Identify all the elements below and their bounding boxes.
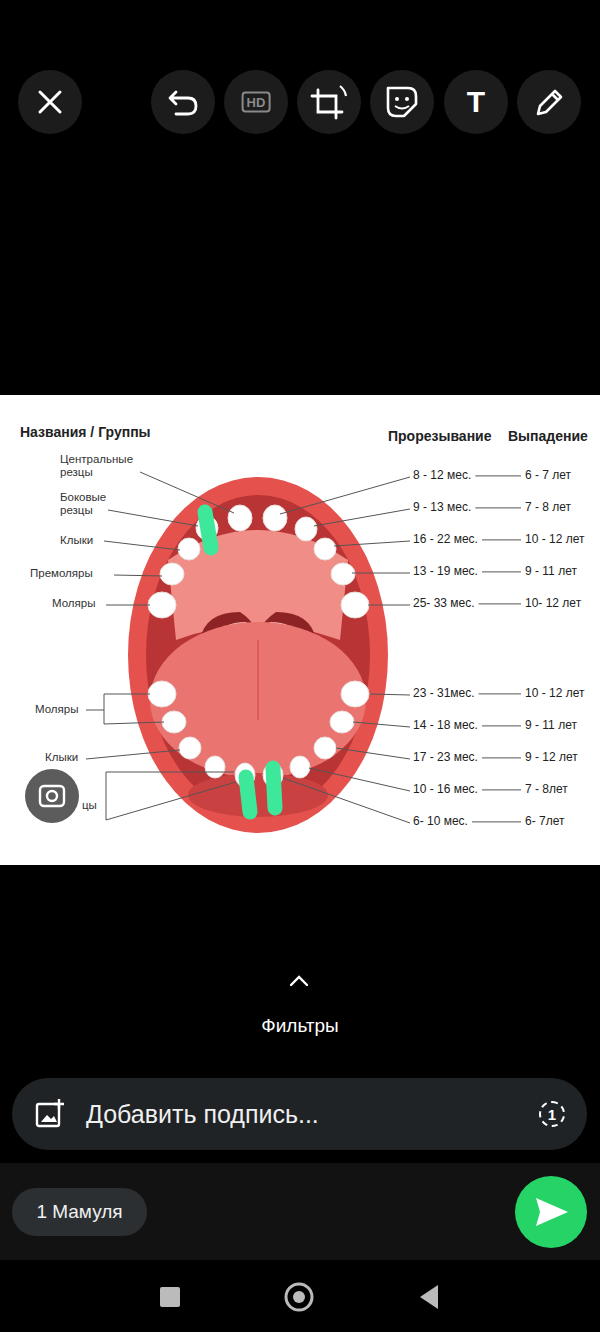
table-text: Клыки bbox=[45, 751, 78, 764]
table-text: Премоляры bbox=[30, 567, 93, 580]
tooth bbox=[314, 737, 336, 759]
tooth bbox=[263, 505, 287, 531]
table-text: 9 - 12 лет bbox=[525, 751, 578, 765]
table-text: 13 - 19 мес. bbox=[413, 565, 478, 579]
table-text: 25- 33 мес. bbox=[413, 597, 475, 611]
row-dash bbox=[482, 571, 521, 572]
table-text: 9 - 13 мес. bbox=[413, 501, 471, 515]
row-dash bbox=[479, 603, 521, 604]
filters-label: Фильтры bbox=[0, 1015, 600, 1037]
table-text: 9 - 11 лет bbox=[525, 719, 577, 733]
tooth bbox=[205, 756, 225, 778]
tooth bbox=[162, 711, 186, 733]
tooth bbox=[341, 681, 369, 707]
image-panel bbox=[0, 395, 600, 865]
table-text: 10 - 16 мес. bbox=[413, 783, 478, 797]
hd-button: HD bbox=[224, 70, 288, 134]
caption-placeholder: Добавить подпись... bbox=[86, 1100, 319, 1129]
row-dash bbox=[482, 725, 521, 726]
table-text: 10 - 12 лет bbox=[525, 687, 584, 701]
table-text: 10- 12 лет bbox=[525, 597, 581, 611]
tooth bbox=[341, 592, 369, 618]
gallery-icon bbox=[34, 1098, 66, 1130]
table-text: Боковые резцы bbox=[60, 491, 120, 517]
row-dash bbox=[472, 821, 521, 822]
row-dashes bbox=[472, 476, 521, 822]
tooth bbox=[331, 563, 355, 585]
row-dash bbox=[482, 789, 521, 790]
tooth bbox=[290, 756, 310, 778]
recipient-name: 1 Мамуля bbox=[36, 1201, 122, 1223]
table-text: 6 - 7 лет bbox=[525, 469, 571, 483]
mouth-illustration bbox=[128, 477, 388, 833]
table-text: Моляры bbox=[52, 597, 95, 610]
row-dash bbox=[479, 693, 521, 694]
leader-lines bbox=[86, 472, 410, 823]
bottom-controls bbox=[0, 977, 600, 1310]
caption-input: Добавить подпись... 1 bbox=[12, 1078, 587, 1150]
view-once-badge: 1 bbox=[539, 1101, 565, 1127]
table-text: Центральные резцы bbox=[60, 453, 145, 479]
tooth bbox=[314, 538, 336, 560]
table-text: 7 - 8лет bbox=[525, 783, 568, 797]
recipient-pill: 1 Мамуля bbox=[12, 1188, 147, 1236]
tooth bbox=[178, 538, 200, 560]
table-text: 6- 10 мес. bbox=[413, 815, 468, 829]
table-text: 6- 7лет bbox=[525, 815, 564, 829]
table-text: цы bbox=[82, 799, 97, 812]
row-dash bbox=[475, 475, 521, 476]
table-text: 9 - 11 лет bbox=[525, 565, 577, 579]
table-text: 23 - 31мес. bbox=[413, 687, 475, 701]
column-header: Прорезывание bbox=[388, 428, 491, 444]
tooth bbox=[228, 505, 252, 531]
table-text: Моляры bbox=[35, 703, 78, 716]
tooth bbox=[160, 563, 184, 585]
column-header: Выпадение bbox=[508, 428, 588, 444]
table-text: 14 - 18 мес. bbox=[413, 719, 478, 733]
table-text: 8 - 12 мес. bbox=[413, 469, 471, 483]
table-text: Клыки bbox=[60, 534, 93, 547]
text-tool-icon: T bbox=[467, 85, 485, 119]
teeth bbox=[148, 505, 369, 787]
table-text: 10 - 12 лет bbox=[525, 533, 584, 547]
text-tool-button: T bbox=[444, 70, 508, 134]
table-text: 17 - 23 мес. bbox=[413, 751, 478, 765]
tooth bbox=[330, 711, 354, 733]
hd-badge: HD bbox=[242, 92, 271, 113]
tooth bbox=[148, 681, 176, 707]
tooth bbox=[148, 592, 176, 618]
column-header: Названия / Группы bbox=[20, 424, 151, 440]
toolbar bbox=[18, 70, 581, 134]
lens-icon bbox=[25, 769, 79, 823]
tooth bbox=[295, 517, 317, 541]
table-text: 7 - 8 лет bbox=[525, 501, 571, 515]
table-text: 16 - 22 мес. bbox=[413, 533, 478, 547]
row-dash bbox=[482, 539, 521, 540]
tooth bbox=[179, 737, 201, 759]
row-dash bbox=[482, 757, 521, 758]
marker-strokes bbox=[205, 512, 275, 812]
row-dash bbox=[475, 507, 521, 508]
